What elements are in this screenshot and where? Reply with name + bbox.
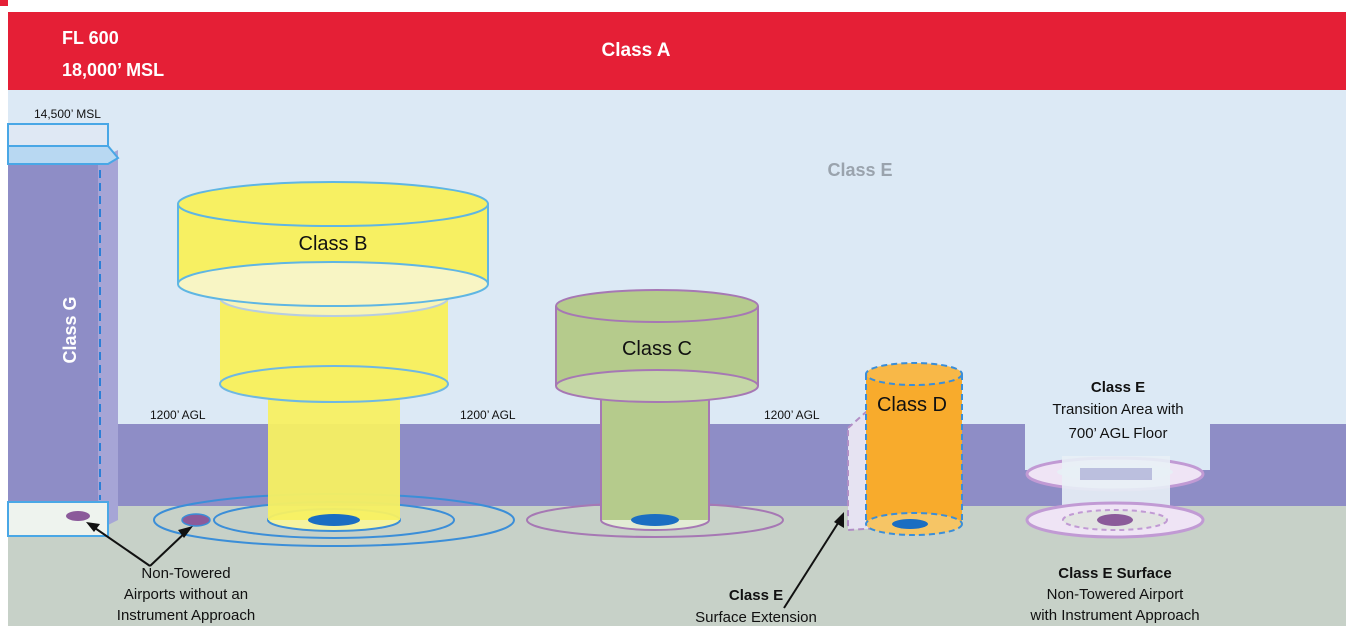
class-a-band [8, 12, 1346, 90]
surface-line1: Non-Towered Airport [1047, 586, 1185, 603]
arrow-to-nontowered-airport [149, 529, 189, 567]
surface-airport-marker [1097, 514, 1133, 526]
agl-label-1: 1200’ AGL [150, 408, 206, 422]
class-b-upper-tier-bottom [177, 261, 489, 307]
leader-arrows [86, 512, 844, 609]
class-b-upper-tier-top [177, 181, 489, 227]
class-g-ground-slab [7, 501, 109, 537]
arrow-to-surface-extension [783, 519, 841, 609]
msl-14500-label: 14,500’ MSL [34, 107, 101, 121]
transition-title: Class E [1091, 379, 1145, 396]
class-d-airspace [865, 362, 963, 536]
class-c-shelf-bottom [555, 369, 759, 403]
arrow-to-left-airport [91, 525, 151, 567]
agl-label-2: 1200’ AGL [460, 408, 516, 422]
arrowhead-left-airport [86, 522, 100, 532]
surface-line2: with Instrument Approach [1029, 607, 1199, 624]
class-b-middle-tier-bottom [219, 365, 449, 403]
class-b-core [268, 386, 400, 520]
class-g-label: Class G [60, 296, 80, 363]
class-e-transition-area [1025, 456, 1205, 539]
class-c-core [601, 396, 709, 520]
transition-line1: Transition Area with [1052, 401, 1183, 418]
class-c-label: Class C [622, 338, 692, 360]
class-c-airspace [526, 289, 784, 538]
airport-marker-left [66, 511, 90, 521]
class-g-column [8, 160, 108, 530]
class-d-airport-marker [892, 519, 928, 529]
agl-label-3: 1200’ AGL [764, 408, 820, 422]
surface-extension-title: Class E [729, 587, 783, 604]
class-b-airport-marker [308, 514, 360, 526]
transition-line2: 700’ AGL Floor [1069, 425, 1168, 442]
airport-marker-nontowered [181, 513, 211, 527]
class-c-shelf-top [555, 289, 759, 323]
class-d-cylinder [866, 374, 962, 524]
msl-18000-label: 18,000’ MSL [62, 60, 164, 80]
transition-core-shade [1080, 468, 1152, 480]
class-c-airport-marker [631, 514, 679, 526]
class-d-label: Class D [877, 394, 947, 416]
class-b-label: Class B [299, 233, 368, 255]
non-towered-line2: Airports without an [124, 586, 248, 603]
fl600-label: FL 600 [62, 28, 119, 48]
top-accent [0, 0, 8, 6]
class-g-column-shading [98, 150, 118, 530]
class-a-label: Class A [602, 40, 671, 61]
msl-14500-slab [7, 123, 109, 147]
arrowhead-surface-extension [834, 512, 844, 528]
non-towered-line3: Instrument Approach [117, 607, 255, 624]
surface-extension-line1: Surface Extension [695, 609, 817, 626]
class-b-airspace [153, 181, 515, 547]
class-d-top [865, 362, 963, 386]
non-towered-line1: Non-Towered [141, 565, 230, 582]
msl-14500-slab-side [7, 145, 120, 165]
arrowhead-nontowered-airport [178, 526, 193, 538]
surface-title: Class E Surface [1058, 565, 1171, 582]
class-e-upper-label: Class E [827, 160, 892, 180]
